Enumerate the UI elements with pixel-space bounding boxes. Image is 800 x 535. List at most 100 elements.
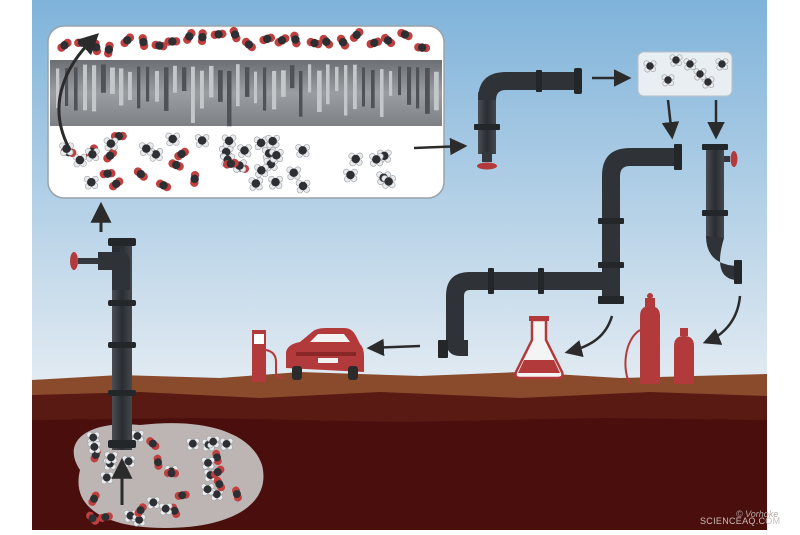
arrow-membrane-to-pipe xyxy=(413,137,468,156)
methane-molecule-icon xyxy=(643,60,657,73)
co2-molecule-icon xyxy=(259,33,276,45)
methane-molecule-icon xyxy=(221,134,237,149)
co2-molecule-icon xyxy=(174,147,189,161)
middle-pipeline-icon xyxy=(438,144,682,358)
co2-molecule-icon xyxy=(133,167,148,181)
co2-molecule-icon xyxy=(229,26,241,43)
methane-molecule-icon xyxy=(254,164,269,178)
car-icon xyxy=(286,328,364,380)
methane-molecule-icon xyxy=(148,148,164,162)
methane-molecule-icon xyxy=(201,457,215,470)
co2-molecule-icon xyxy=(138,34,149,50)
co2-molecule-icon xyxy=(222,158,239,169)
co2-molecule-icon xyxy=(183,29,196,44)
arrow-to-flask xyxy=(564,315,614,358)
methane-molecule-icon xyxy=(253,136,269,151)
upper-pipeline-icon xyxy=(474,68,582,154)
co2-molecule-icon xyxy=(414,43,431,53)
methane-molecule-icon xyxy=(158,502,173,516)
co2-molecule-icon xyxy=(164,37,181,46)
co2-molecule-icon xyxy=(212,449,222,465)
reservoir-molecules xyxy=(86,430,242,527)
co2-molecule-icon xyxy=(155,179,172,192)
methane-molecule-icon xyxy=(381,175,396,189)
methane-molecule-icon xyxy=(87,441,102,454)
co2-molecule-icon xyxy=(274,34,290,47)
methane-molecule-icon xyxy=(84,175,99,190)
co2-molecule-icon xyxy=(153,454,163,470)
methane-molecule-icon xyxy=(269,148,284,163)
co2-molecule-icon xyxy=(210,29,227,40)
methane-molecule-icon xyxy=(206,435,220,449)
co2-molecule-icon xyxy=(146,437,160,451)
methane-molecule-icon xyxy=(295,144,310,158)
arrow-to-car xyxy=(366,338,421,357)
methane-molecule-icon xyxy=(715,58,729,71)
gas-cylinders-icon xyxy=(624,293,694,385)
arrow-co2-through-membrane xyxy=(57,33,100,151)
co2-molecule-icon xyxy=(134,503,147,518)
methane-molecule-icon xyxy=(265,134,280,149)
left-margin xyxy=(0,0,32,530)
co2-molecule-icon xyxy=(168,159,184,171)
methane-molecule-icon xyxy=(103,137,119,151)
methane-molecule-icon xyxy=(186,437,200,451)
methane-molecule-icon xyxy=(85,148,100,162)
co2-molecule-icon xyxy=(241,37,256,52)
co2-molecule-icon xyxy=(174,490,190,500)
purified-molecules xyxy=(643,54,729,89)
methane-molecule-icon xyxy=(369,153,384,167)
co2-molecule-icon xyxy=(120,33,135,48)
methane-molecule-icon xyxy=(219,438,234,451)
methane-molecule-icon xyxy=(693,68,707,81)
co2-molecule-icon xyxy=(190,170,200,187)
right-margin xyxy=(767,0,800,530)
right-branch-pipeline-icon xyxy=(702,144,742,284)
co2-molecule-icon xyxy=(366,37,383,49)
methane-molecule-icon xyxy=(343,168,358,183)
co2-molecule-icon xyxy=(104,41,114,58)
right-valve-icon xyxy=(724,151,738,167)
fuel-pump-icon xyxy=(252,330,285,382)
co2-molecule-icon xyxy=(108,177,124,191)
methane-molecule-icon xyxy=(248,177,264,191)
co2-molecule-icon xyxy=(319,34,334,49)
arrow-box-to-left-branch xyxy=(661,99,680,140)
credit-watermark: © Vorhoke xyxy=(736,509,779,519)
top-valve-icon xyxy=(477,152,497,170)
methane-molecule-icon xyxy=(237,144,252,158)
methane-molecule-icon xyxy=(146,496,161,510)
co2-molecule-icon xyxy=(99,169,116,179)
methane-molecule-icon xyxy=(200,483,215,496)
co2-molecule-icon xyxy=(57,38,72,52)
methane-molecule-icon xyxy=(661,74,675,87)
co2-molecule-icon xyxy=(103,148,118,163)
co2-molecule-icon xyxy=(163,469,180,478)
methane-molecule-icon xyxy=(132,514,146,527)
methane-molecule-icon xyxy=(683,58,697,71)
site-watermark: SCIENCEAQ.COM xyxy=(700,516,781,526)
methane-molecule-icon xyxy=(138,142,154,156)
methane-molecule-icon xyxy=(72,153,88,168)
erlenmeyer-flask-icon xyxy=(514,316,564,380)
co2-molecule-icon xyxy=(88,491,100,506)
co2-molecule-icon xyxy=(97,512,113,522)
membrane-panel-icon xyxy=(47,25,445,199)
methane-molecule-icon xyxy=(669,54,683,67)
left-valve-icon xyxy=(70,252,100,270)
co2-molecule-icon xyxy=(349,28,364,42)
co2-molecule-icon xyxy=(86,511,100,525)
co2-molecule-icon xyxy=(213,476,226,492)
methane-molecule-icon xyxy=(348,152,364,167)
methane-molecule-icon xyxy=(194,134,210,148)
co2-molecule-icon xyxy=(231,486,242,502)
arrow-to-cylinders xyxy=(702,295,742,345)
co2-molecule-icon xyxy=(306,37,323,49)
co2-molecule-icon xyxy=(397,28,413,41)
methane-molecule-icon xyxy=(268,175,283,190)
co2-molecule-icon xyxy=(197,29,207,46)
methane-molecule-icon xyxy=(295,179,311,194)
co2-molecule-icon xyxy=(290,31,301,48)
